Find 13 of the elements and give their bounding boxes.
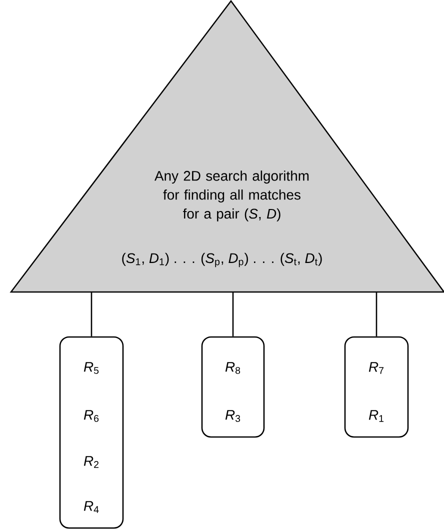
relation-label: R$_{6}$	[84, 410, 99, 422]
relation-label: R$_{1}$	[368, 410, 384, 422]
relation-label: R$_{5}$	[84, 362, 99, 374]
connector-line	[232, 292, 234, 336]
connector-line	[376, 292, 378, 336]
relation-label: R$_{2}$	[84, 456, 98, 468]
pair-sequence: (S$_{1}$, D$_{1}$) . . . (S$_{p}$, D$_{p}$) . . . (S$_{t}$, D$_{t}$)	[122, 252, 322, 268]
relation-label: R$_{4}$	[84, 501, 99, 513]
connector-line	[90, 292, 92, 336]
relation-label: R$_{7}$	[368, 362, 384, 374]
triangle-text: Any 2D search algorithm for finding all matches for a pair (S, D)	[154, 170, 309, 222]
relation-label: R$_{3}$	[225, 410, 240, 422]
relation-label: R$_{8}$	[225, 362, 240, 374]
